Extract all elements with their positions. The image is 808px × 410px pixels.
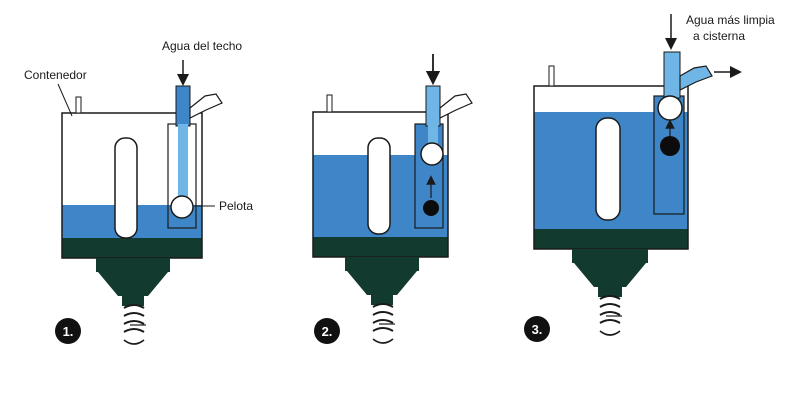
drain-collar <box>345 257 419 271</box>
stage-1: 1. <box>55 60 223 345</box>
step-badge <box>314 318 340 344</box>
elbow-pipe-icon <box>189 93 223 119</box>
container-pointer <box>57 83 73 117</box>
inlet-pipe <box>425 85 441 127</box>
sediment-band <box>313 237 448 257</box>
cleaner-water-label-line1: Agua más limpia <box>686 13 775 27</box>
sight-window <box>114 137 138 239</box>
ball <box>657 95 683 121</box>
container-label: Contenedor <box>24 68 87 82</box>
drain-collar <box>96 258 170 272</box>
drain-valve-icon <box>123 304 146 345</box>
step-number: 3. <box>532 322 543 337</box>
inlet-pipe-water <box>178 124 188 204</box>
drain-valve-icon <box>372 303 395 344</box>
sediment-band <box>62 238 202 258</box>
inlet-pipe <box>175 85 191 127</box>
sight-window <box>367 137 391 235</box>
stage-2: 2. <box>312 54 473 344</box>
step-badge <box>524 316 550 342</box>
drain-neck <box>122 296 144 306</box>
drain-neck <box>598 287 622 297</box>
elbow-pipe-icon <box>439 93 473 119</box>
inlet-pipe <box>663 51 681 99</box>
inlet-pipe-water <box>428 124 438 154</box>
drain-hopper <box>98 272 168 296</box>
drain-valve-icon <box>599 295 622 336</box>
ball-label: Pelota <box>219 199 253 213</box>
vent-stub <box>548 65 555 87</box>
step-number: 2. <box>322 324 333 339</box>
vent-stub <box>75 96 82 114</box>
ball <box>420 142 444 166</box>
drain-hopper <box>574 263 646 287</box>
sight-window <box>595 117 621 221</box>
cleaner-water-label-line2: a cisterna <box>693 29 745 43</box>
step-badge <box>55 318 81 344</box>
elbow-pipe-icon <box>679 65 713 91</box>
roof-water-label: Agua del techo <box>162 39 242 53</box>
sediment-band <box>534 229 688 249</box>
ball-dark <box>423 200 439 216</box>
ball-dark <box>660 136 680 156</box>
step-number: 1. <box>63 324 74 339</box>
drain-collar <box>572 249 648 263</box>
vent-stub <box>326 94 333 113</box>
drain-neck <box>371 295 393 305</box>
drain-hopper <box>347 271 417 295</box>
stage-3: 3. <box>524 14 742 342</box>
ball <box>170 195 194 219</box>
